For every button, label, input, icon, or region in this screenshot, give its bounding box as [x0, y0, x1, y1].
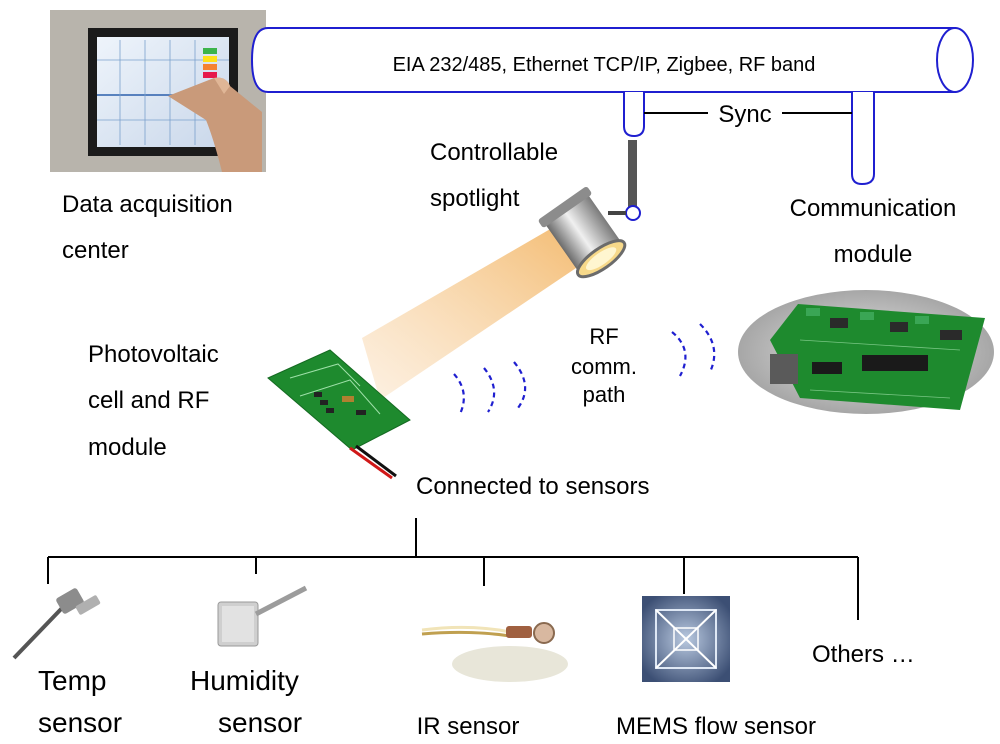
- humidity-sensor-label-line1: Humidity: [190, 665, 299, 696]
- data-acquisition-center-photo: [50, 10, 266, 172]
- data-center-label-line1: Data acquisition: [62, 191, 233, 218]
- rf-path-label-line3: path: [583, 382, 626, 407]
- temp-sensor-label-line1: Temp: [38, 665, 106, 696]
- rf-path-label-line1: RF: [589, 324, 618, 349]
- humidity-sensor-photo: [217, 585, 308, 647]
- bus-label: EIA 232/485, Ethernet TCP/IP, Zigbee, RF…: [393, 54, 816, 76]
- rf-wave-icon: [513, 361, 527, 409]
- rf-wave-icon: [699, 323, 716, 373]
- rf-path-label-line2: comm.: [571, 354, 637, 379]
- others-label: Others …: [812, 641, 915, 668]
- rf-wave-icons: [453, 323, 716, 415]
- communication-bus: [250, 27, 974, 186]
- comm-module-label-line2: module: [834, 241, 913, 268]
- temp-sensor-label-line2: sensor: [38, 707, 122, 738]
- pv-label-line1: Photovoltaic: [88, 341, 219, 368]
- comm-module-label-line1: Communication: [790, 195, 957, 222]
- spotlight-arm: [608, 140, 641, 221]
- ir-sensor-photo: [421, 622, 568, 682]
- mems-flow-sensor-photo: [642, 596, 730, 682]
- spotlight-label-line2: spotlight: [430, 185, 520, 212]
- rf-wave-icon: [453, 373, 465, 415]
- light-beam: [362, 228, 585, 400]
- rf-wave-icon: [671, 331, 687, 377]
- sensors-heading: Connected to sensors: [416, 473, 649, 500]
- bus-drop-left: [623, 92, 645, 138]
- pv-label-line3: module: [88, 434, 167, 461]
- ir-sensor-label: IR sensor: [417, 713, 520, 740]
- humidity-sensor-label-line2: sensor: [218, 707, 302, 738]
- bus-drop-right: [851, 92, 875, 186]
- spotlight-lamp: [538, 186, 627, 279]
- sensor-tree-lines: [47, 518, 859, 620]
- pv-rf-module-photo: [267, 349, 411, 480]
- sync-label: Sync: [718, 101, 771, 128]
- mems-sensor-label: MEMS flow sensor: [616, 713, 816, 740]
- data-center-label-line2: center: [62, 237, 129, 264]
- spotlight-label-line1: Controllable: [430, 139, 558, 166]
- rf-wave-icon: [483, 367, 496, 413]
- pv-label-line2: cell and RF: [88, 387, 209, 414]
- temp-sensor-photo: [12, 588, 101, 660]
- communication-module-photo: [738, 290, 994, 414]
